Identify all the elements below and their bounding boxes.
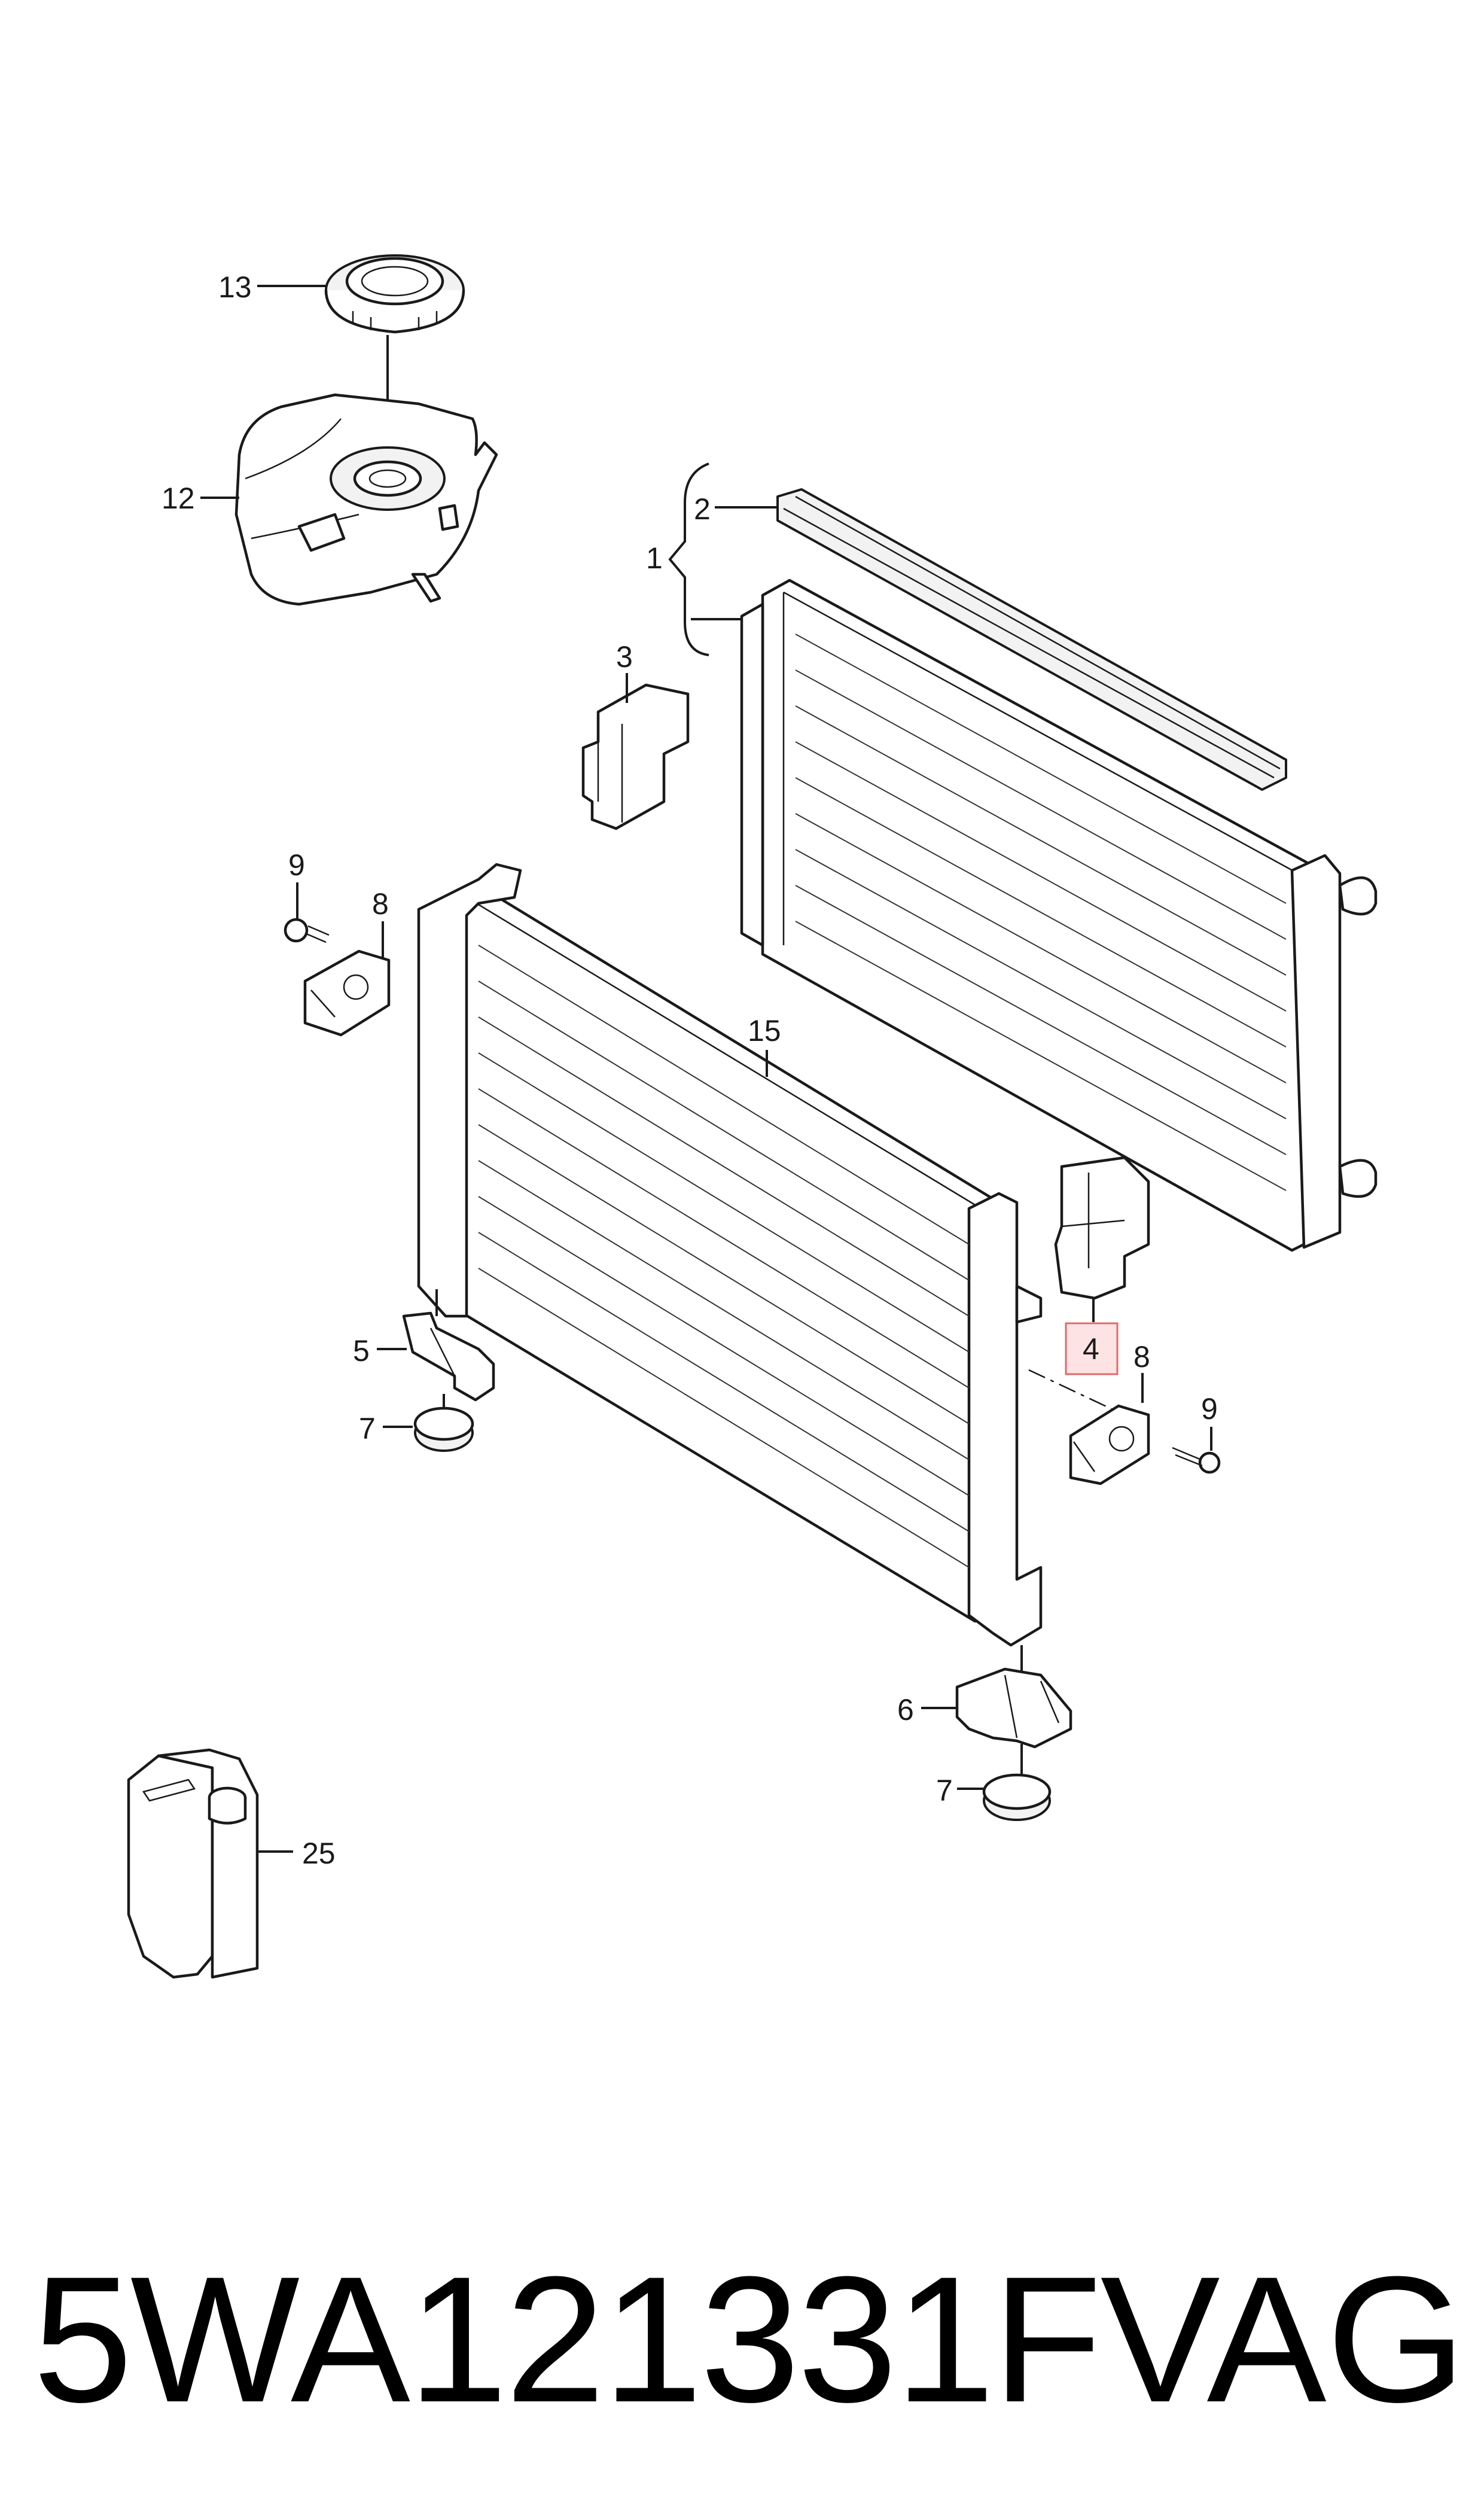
label-7-right: 7 <box>936 1774 953 1807</box>
label-12: 12 <box>161 482 195 515</box>
label-8-left: 8 <box>372 887 389 921</box>
part-7-grommet-left <box>413 1406 474 1452</box>
label-15: 15 <box>748 1014 781 1048</box>
label-25: 25 <box>302 1837 336 1870</box>
label-1: 1 <box>646 541 663 575</box>
label-3: 3 <box>616 640 633 674</box>
label-9-right: 9 <box>1201 1392 1218 1426</box>
label-7-left: 7 <box>359 1412 376 1445</box>
part-number-footer: 5WA121331F VAG <box>0 2213 1484 2465</box>
part-5-bracket <box>402 1311 495 1402</box>
part-8-mount-left <box>303 949 391 1037</box>
part-4-air-guide <box>1054 1156 1150 1300</box>
highlight-4 <box>1065 1322 1119 1375</box>
part-2-seal-strip <box>776 488 1287 791</box>
label-13: 13 <box>218 270 252 304</box>
part-8-mount-right <box>1069 1404 1150 1485</box>
part-1-rear-radiator <box>740 578 1378 1252</box>
bracket-1 <box>668 462 709 656</box>
part-3-air-guide <box>581 683 690 830</box>
part-number: 5WA121331F <box>33 2239 1102 2440</box>
part-15-radiator <box>417 863 1043 1647</box>
part-9-bolt-right <box>1172 1447 1221 1474</box>
part-9-bolt-left <box>284 918 330 943</box>
label-9-left: 9 <box>288 848 305 882</box>
rear-radiator-fins <box>795 634 1287 1191</box>
label-5: 5 <box>353 1334 370 1368</box>
radiator-fins <box>478 945 970 1568</box>
part-13-filler-cap <box>324 254 465 334</box>
label-6: 6 <box>897 1693 914 1727</box>
part-12-expansion-tank <box>234 393 498 606</box>
part-7-grommet-right <box>982 1773 1052 1821</box>
label-8-right: 8 <box>1133 1340 1150 1374</box>
part-25-coolant-container <box>127 1748 259 1979</box>
label-2: 2 <box>694 492 711 526</box>
part-6-bracket <box>955 1667 1072 1749</box>
exploded-parts-diagram: 13 12 1 2 3 <box>127 254 1378 1979</box>
label-4: 4 <box>1083 1332 1099 1366</box>
brand-name: VAG <box>1100 2239 1466 2440</box>
